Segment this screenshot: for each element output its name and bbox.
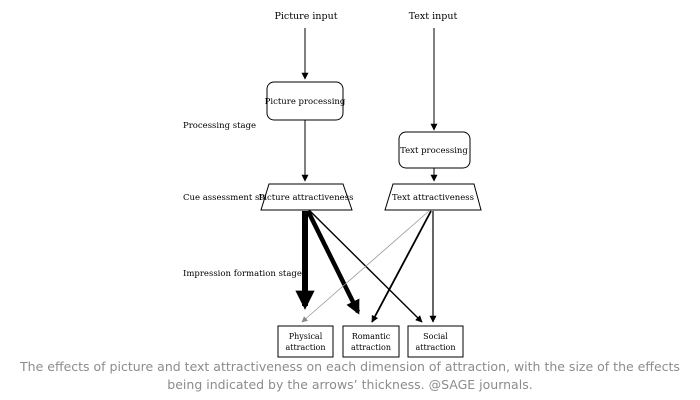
- social-attraction-box: [407, 325, 464, 358]
- social-attraction-label-line1: Social: [423, 332, 448, 341]
- figure-caption: The effects of picture and text attracti…: [0, 358, 700, 394]
- text-to-romantic-arrow: [371, 210, 432, 323]
- romantic-attraction-label-line2: attraction: [351, 343, 391, 352]
- caption-line-2: being indicated by the arrows’ thickness…: [167, 377, 533, 392]
- picture-processing-label: Picture processing: [265, 97, 346, 107]
- cue-assessment-stage-label: Cue assessment stage: [183, 193, 278, 203]
- physical-attraction-label-line2: attraction: [285, 343, 325, 352]
- text-attractiveness-box: [384, 183, 482, 211]
- impression-formation-stage-label: Impression formation stage: [183, 269, 302, 279]
- picture-attractiveness-box: [260, 183, 353, 211]
- picture-attractiveness-label: Picture attractiveness: [259, 193, 354, 203]
- physical-attraction-label-line1: Physical: [289, 332, 323, 341]
- social-attraction-label-line2: attraction: [415, 343, 455, 352]
- picture-to-romantic-arrow: [305, 210, 361, 315]
- physical-attraction-box: [277, 325, 334, 358]
- romantic-attraction-box: [342, 325, 400, 358]
- picture-input-label: Picture input: [274, 11, 337, 22]
- text-input-label: Text input: [409, 11, 458, 22]
- processing-stage-label: Processing stage: [183, 121, 256, 131]
- text-attractiveness-label: Text attractiveness: [392, 193, 474, 203]
- text-processing-label: Text processing: [400, 146, 468, 156]
- romantic-attraction-label-line1: Romantic: [352, 332, 391, 341]
- text-to-physical-arrow: [301, 210, 430, 323]
- caption-line-1: The effects of picture and text attracti…: [20, 359, 680, 374]
